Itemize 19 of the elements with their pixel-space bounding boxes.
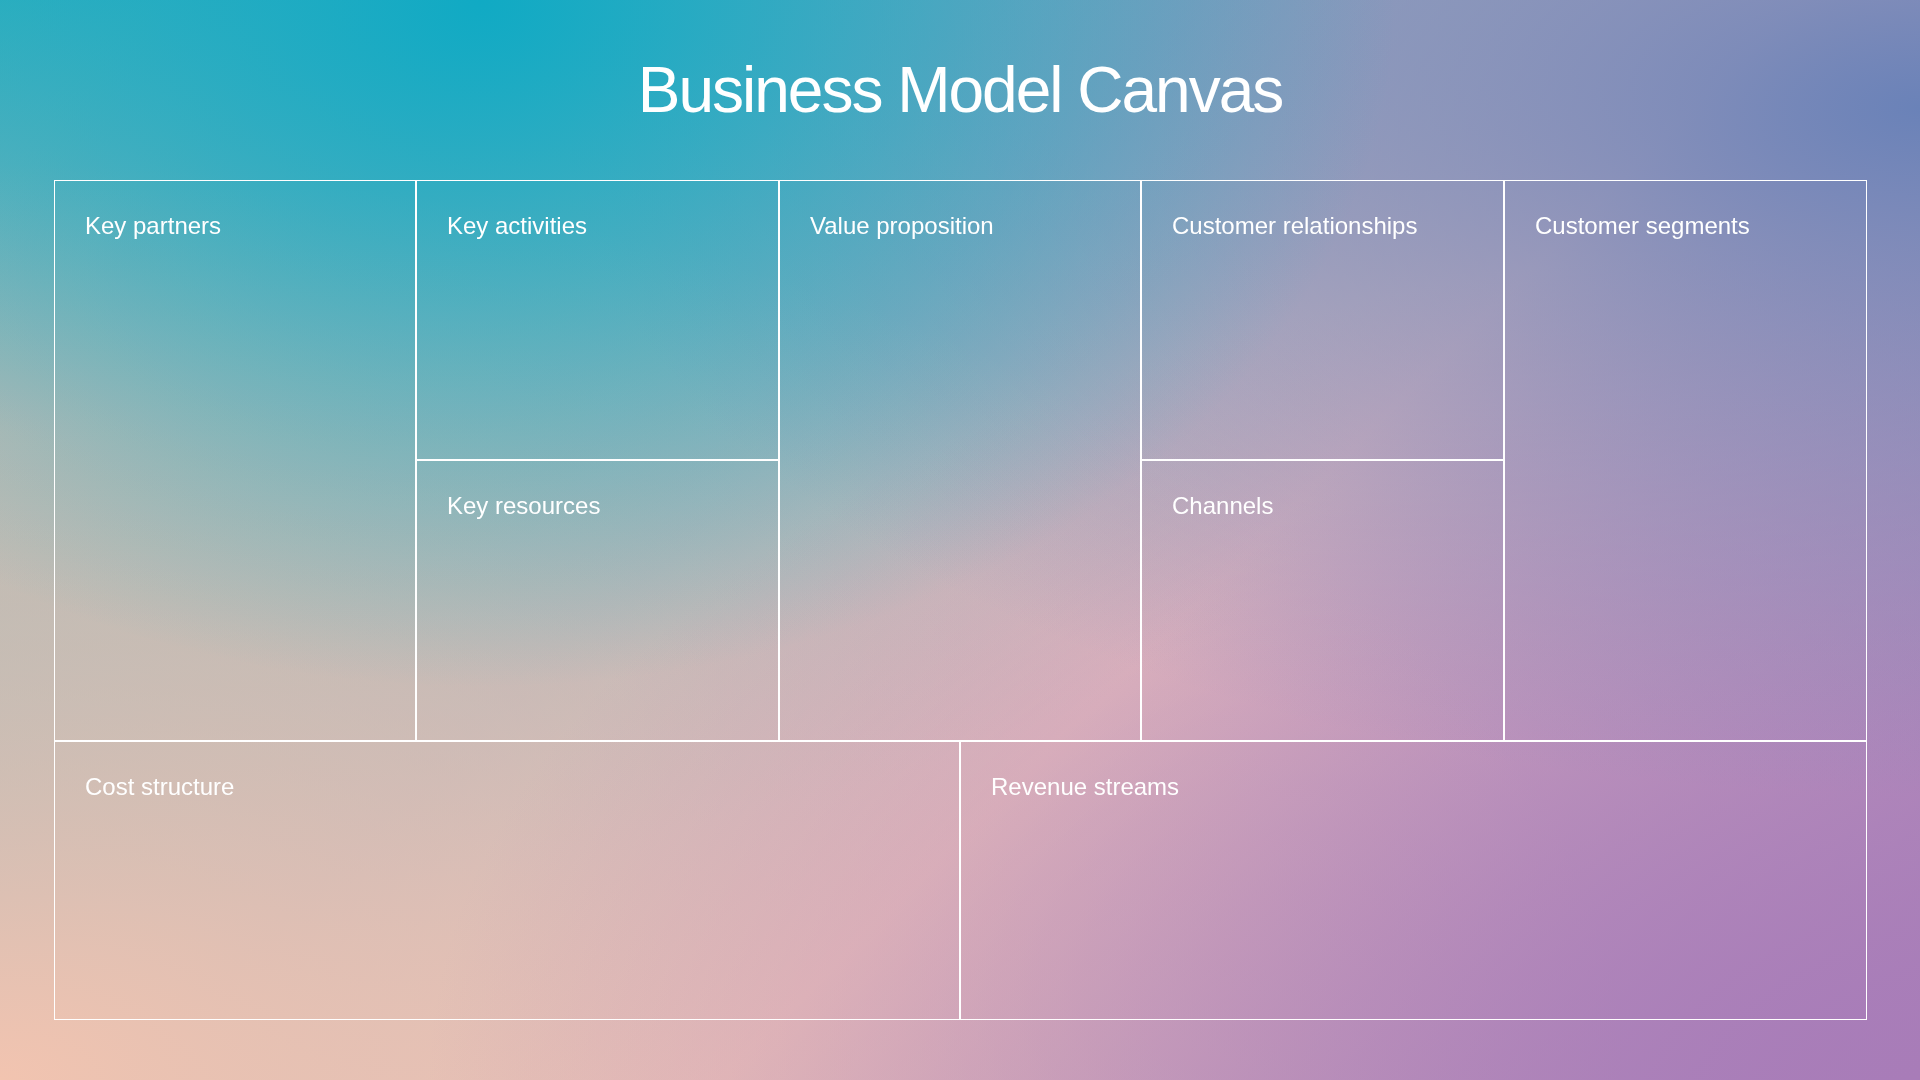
canvas-section bbox=[1504, 180, 1867, 741]
canvas-section bbox=[779, 180, 1141, 741]
section-heading: Revenue streams bbox=[991, 772, 1180, 802]
section-heading: Key resources bbox=[447, 491, 601, 521]
section-heading: Key partners bbox=[85, 211, 222, 241]
canvas-section bbox=[1141, 460, 1504, 741]
canvas-section bbox=[416, 460, 779, 741]
canvas-section bbox=[54, 741, 960, 1020]
title: Business Model Canvas bbox=[636, 58, 1284, 122]
canvas-section bbox=[960, 741, 1867, 1020]
canvas-section bbox=[54, 180, 416, 741]
section-heading: Key activities bbox=[447, 211, 588, 241]
canvas-section bbox=[1141, 180, 1504, 460]
section-heading: Channels bbox=[1172, 491, 1274, 521]
section-heading: Value proposition bbox=[810, 211, 994, 241]
section-heading: Cost structure bbox=[85, 772, 235, 802]
section-heading: Customer relationships bbox=[1172, 211, 1418, 241]
canvas-section bbox=[416, 180, 779, 460]
section-heading: Customer segments bbox=[1535, 211, 1750, 241]
